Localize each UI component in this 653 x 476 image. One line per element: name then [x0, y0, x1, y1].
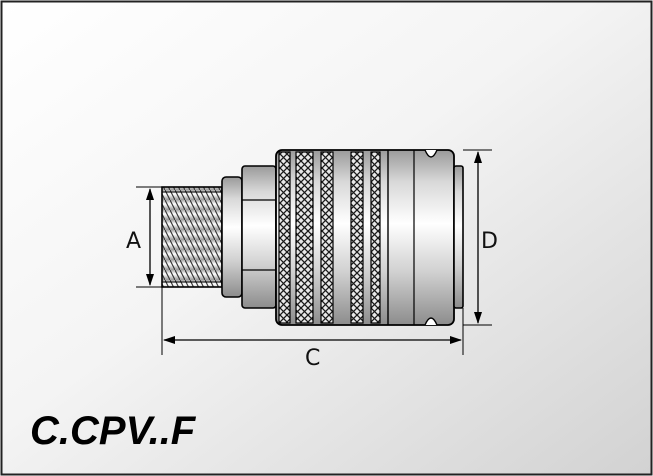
neck-ring — [221, 176, 243, 298]
front-nose — [453, 165, 464, 309]
dimension-a-label: A — [126, 229, 141, 254]
knurl-band — [370, 151, 381, 324]
knurl-band — [295, 151, 314, 324]
knurl-band — [350, 151, 364, 324]
dimension-c-label: C — [305, 346, 320, 371]
coupling-sleeve — [275, 149, 455, 326]
knurl-band — [278, 151, 291, 324]
dimension-d-label: D — [481, 229, 498, 254]
knurl-band — [320, 151, 334, 324]
product-code: C.CPV..F — [30, 409, 197, 453]
dimension-d — [463, 149, 492, 326]
dimension-a — [136, 186, 162, 288]
sleeve-notch — [424, 317, 438, 326]
hex-body — [241, 165, 277, 309]
dimension-c — [161, 287, 464, 355]
sleeve-notch — [424, 149, 438, 158]
threaded-end — [161, 186, 223, 288]
